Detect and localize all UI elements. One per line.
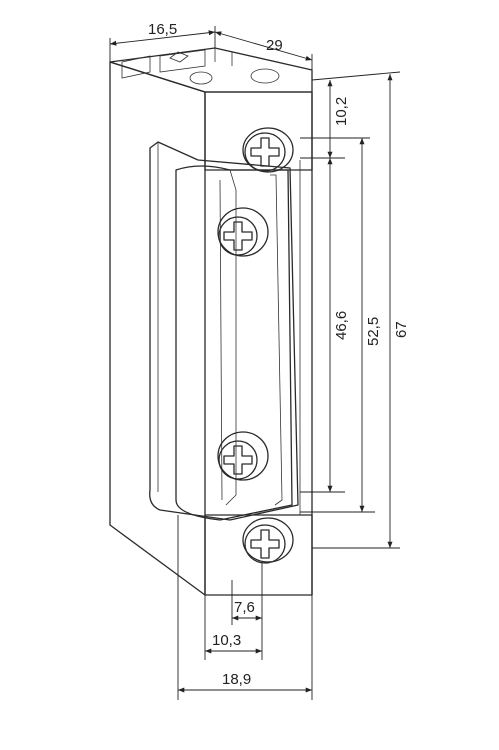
dim-height-short: 46,6 bbox=[333, 311, 350, 340]
front-upper-block bbox=[204, 91, 313, 171]
dim-bottom-small: 7,6 bbox=[234, 599, 255, 616]
front-lower-block bbox=[204, 514, 313, 596]
dim-top-width: 16,5 bbox=[148, 21, 177, 38]
screw-latch-lower bbox=[217, 431, 269, 481]
dim-upper-offset: 10,2 bbox=[333, 97, 350, 126]
top-face bbox=[109, 47, 313, 93]
dim-top-depth: 29 bbox=[266, 37, 283, 54]
strike-body bbox=[109, 47, 313, 596]
screw-bottom-right bbox=[242, 517, 294, 564]
screw-top-right bbox=[242, 127, 294, 173]
dim-height-total: 67 bbox=[393, 321, 410, 338]
dim-height-mid: 52,5 bbox=[365, 317, 382, 346]
latch-cover bbox=[149, 141, 299, 521]
dim-bottom-mid: 10,3 bbox=[212, 632, 241, 649]
dim-bottom-large: 18,9 bbox=[222, 671, 251, 688]
dimension-lines bbox=[109, 26, 401, 700]
screw-latch-upper bbox=[217, 207, 269, 257]
